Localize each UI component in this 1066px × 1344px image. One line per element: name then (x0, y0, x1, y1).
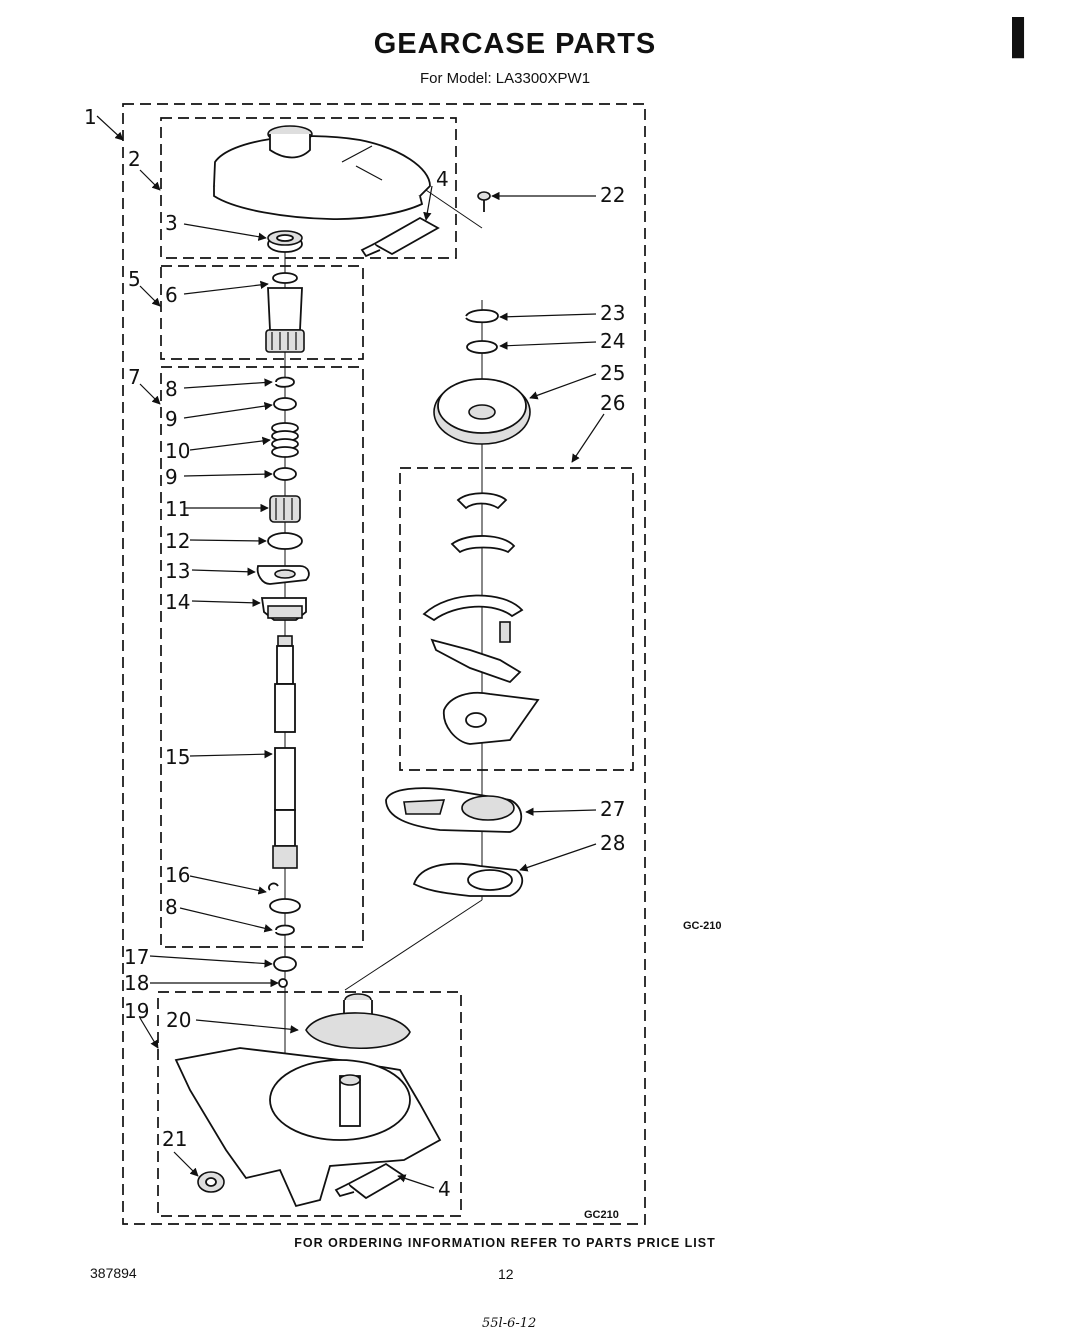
snap-ring (465, 309, 499, 324)
callout-16: 16 (165, 863, 190, 887)
callout-18: 18 (124, 971, 149, 995)
grease-tube-bottom (334, 1162, 406, 1200)
callout-9-lower: 9 (165, 465, 178, 489)
callout-4-bottom: 4 (438, 1177, 451, 1201)
callout-19: 19 (124, 999, 149, 1023)
washer-lower (273, 467, 297, 481)
callout-25: 25 (600, 361, 625, 385)
shaft-kit-box (160, 366, 364, 948)
callout-8-top: 8 (165, 377, 178, 401)
cam-plate (412, 862, 524, 897)
retaining-ring-bottom (275, 924, 295, 936)
retaining-ring-top (275, 376, 295, 388)
cover-kit-box (160, 117, 457, 259)
gearcase-assembly-box (122, 103, 646, 1225)
callout-23: 23 (600, 301, 625, 325)
pinion (265, 272, 305, 353)
ball (278, 978, 288, 988)
ordering-footer: FOR ORDERING INFORMATION REFER TO PARTS … (294, 1236, 716, 1250)
model-subtitle: For Model: LA3300XPW1 (419, 70, 591, 87)
cam (256, 565, 310, 585)
callout-17: 17 (124, 945, 149, 969)
connector-line (344, 899, 483, 991)
diagram-code-inner: GC210 (584, 1209, 619, 1221)
callout-20: 20 (166, 1008, 191, 1032)
gear-washer (466, 340, 498, 354)
callout-22: 22 (600, 183, 625, 207)
drive-gear (433, 378, 531, 445)
diagram-code-right: GC-210 (683, 920, 722, 932)
callout-13: 13 (165, 559, 190, 583)
clutch-gear (269, 495, 301, 523)
page-number: 12 (498, 1266, 514, 1282)
callout-28: 28 (600, 831, 625, 855)
callout-24: 24 (600, 329, 625, 353)
agitator-shaft (272, 635, 298, 869)
handwritten-mark: 55l-6-12 (482, 1316, 537, 1331)
callout-1: 1 (84, 105, 97, 129)
callout-10: 10 (165, 439, 190, 463)
seal (267, 230, 303, 253)
screw-axis-line (419, 185, 483, 229)
callout-14: 14 (165, 590, 190, 614)
thrust-washer (267, 532, 303, 550)
callout-2: 2 (128, 147, 141, 171)
gearcase-cover (213, 125, 431, 220)
callout-3: 3 (165, 211, 178, 235)
bushing (273, 956, 297, 972)
corner-mark: ▌ (1012, 18, 1037, 56)
housing-kit-box (157, 991, 462, 1217)
shift-cam (385, 787, 523, 833)
callout-11: 11 (165, 497, 190, 521)
callout-26: 26 (600, 391, 625, 415)
callout-8-bottom: 8 (165, 895, 178, 919)
clutch-yoke (260, 597, 307, 621)
housing-seal (197, 1171, 225, 1193)
callout-21: 21 (162, 1127, 187, 1151)
callout-27: 27 (600, 797, 625, 821)
document-number: 387894 (90, 1265, 137, 1281)
page-title: GEARCASE PARTS (373, 28, 657, 60)
callout-7: 7 (128, 365, 141, 389)
callout-5: 5 (128, 267, 141, 291)
screw (477, 191, 491, 212)
callout-12: 12 (165, 529, 190, 553)
callout-9-upper: 9 (165, 407, 178, 431)
pinion-kit-box (160, 265, 364, 360)
gearcase-housing (174, 993, 442, 1208)
shifter-kit-box (399, 467, 634, 771)
shifter-assembly (422, 492, 540, 745)
grease-tube-top (360, 216, 440, 258)
callout-6: 6 (165, 283, 178, 307)
callout-4-top: 4 (436, 167, 449, 191)
callout-15: 15 (165, 745, 190, 769)
washer-upper (273, 397, 297, 411)
spring (271, 422, 299, 458)
shaft-clip (268, 882, 301, 914)
